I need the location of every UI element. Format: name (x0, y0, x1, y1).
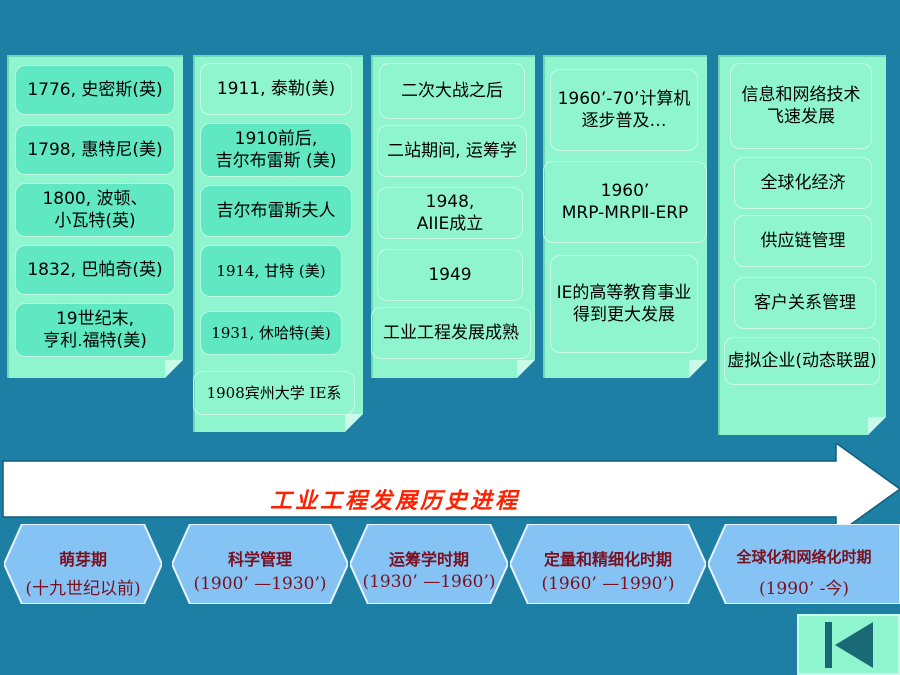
event-box: 二站期间, 运筹学 (377, 125, 527, 177)
event-box: 1960’-70’计算机 逐步普及… (550, 69, 698, 151)
period-globalization[interactable]: 全球化和网络化时期 (1990’ -今) (708, 524, 900, 604)
event-box: 1832, 巴帕奇(英) (15, 245, 175, 295)
period-name: 定量和精细化时期 (543, 550, 672, 569)
period-name: 科学管理 (227, 550, 292, 569)
event-box: 1949 (377, 249, 523, 301)
period-years: (十九世纪以前) (25, 579, 141, 599)
timeline-column-4: 1960’-70’计算机 逐步普及… 1960’ MRP-MRPⅡ-ERP IE… (543, 55, 707, 378)
event-box: 虚拟企业(动态联盟) (724, 337, 880, 385)
period-name: 萌芽期 (58, 550, 107, 569)
event-box: 1911, 泰勒(美) (200, 63, 352, 115)
event-box: 客户关系管理 (734, 277, 876, 329)
period-operations-research[interactable]: 运筹学时期 (1930’ —1960’) (350, 524, 508, 604)
event-box: 1798, 惠特尼(美) (15, 125, 175, 175)
event-box: 二次大战之后 (379, 63, 525, 119)
timeline-column-2: 1911, 泰勒(美) 1910前后, 吉尔布雷斯 (美) 吉尔布雷斯夫人 19… (193, 55, 363, 432)
event-box: 1776, 史密斯(英) (15, 65, 175, 115)
event-box: 工业工程发展成熟 (371, 307, 531, 359)
period-name: 运筹学时期 (388, 550, 469, 569)
event-box: 1914, 甘特 (美) (200, 245, 342, 297)
event-box: IE的高等教育事业 得到更大发展 (550, 255, 698, 353)
event-box: 供应链管理 (734, 215, 872, 267)
skip-back-icon (825, 622, 873, 668)
timeline-column-5: 信息和网络技术 飞速发展 全球化经济 供应链管理 客户关系管理 虚拟企业(动态联… (718, 55, 886, 435)
event-box: 1960’ MRP-MRPⅡ-ERP (543, 161, 707, 243)
timeline-arrow (2, 443, 900, 535)
event-box: 1910前后, 吉尔布雷斯 (美) (200, 123, 352, 177)
back-to-start-button[interactable] (797, 614, 900, 675)
event-box: 全球化经济 (734, 157, 872, 209)
period-years: (1930’ —1960’) (362, 572, 496, 592)
event-box: 吉尔布雷斯夫人 (200, 185, 352, 237)
event-box: 19世纪末, 亨利.福特(美) (15, 303, 175, 357)
event-box: 信息和网络技术 飞速发展 (730, 63, 872, 149)
event-box: 1800, 波顿、 小瓦特(英) (15, 183, 175, 237)
period-scientific-management[interactable]: 科学管理 (1900’ —1930’) (172, 524, 348, 604)
event-box: 1931, 休哈特(美) (200, 311, 342, 355)
event-box: 1948, AIIE成立 (377, 187, 523, 239)
period-name: 全球化和网络化时期 (736, 548, 872, 566)
period-years: (1960’ —1990’) (541, 574, 675, 594)
period-years: (1990’ -今) (758, 579, 850, 599)
timeline-column-1: 1776, 史密斯(英) 1798, 惠特尼(美) 1800, 波顿、 小瓦特(… (7, 55, 183, 378)
period-years: (1900’ —1930’) (193, 574, 327, 594)
timeline-title: 工业工程发展历史进程 (269, 488, 520, 514)
event-box: 1908宾州大学 IE系 (193, 371, 355, 415)
period-sprouting[interactable]: 萌芽期 (十九世纪以前) (4, 524, 162, 604)
timeline-column-3: 二次大战之后 二站期间, 运筹学 1948, AIIE成立 1949 工业工程发… (371, 55, 535, 378)
period-quantitative[interactable]: 定量和精细化时期 (1960’ —1990’) (510, 524, 706, 604)
